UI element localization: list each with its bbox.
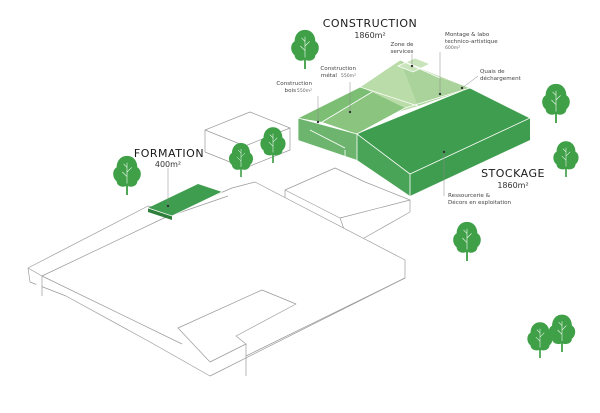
building-outlines <box>27 111 411 377</box>
construction-area: 1860m² <box>354 31 385 40</box>
construction-metal-label-line1: Construction <box>320 66 356 72</box>
construction-metal-label-line2: métal <box>321 72 338 79</box>
construction-stockage-block <box>296 57 531 196</box>
tree-icon <box>452 221 482 262</box>
tree-icon <box>527 322 553 359</box>
formation-block <box>147 184 223 220</box>
montage-label-line1: Montage & labo <box>445 32 490 38</box>
construction-leaders <box>316 52 479 196</box>
construction-bois-label-line2: bois <box>285 88 297 94</box>
tree-icon <box>112 155 142 196</box>
formation-leader-dot <box>166 204 170 208</box>
quais-label-line1: Quais de <box>480 69 505 75</box>
tree-icon <box>553 141 579 178</box>
tree-icon <box>548 314 576 353</box>
ressourcerie-label-line1: Ressourcerie & <box>448 193 491 199</box>
zone-services-label-line2: services <box>391 49 414 55</box>
stockage-title: STOCKAGE <box>481 167 545 180</box>
construction-bois-area: 550m² <box>297 88 312 94</box>
formation-title: FORMATION <box>134 147 204 160</box>
zone-services-label-line1: Zone de <box>390 42 414 48</box>
montage-area: 600m² <box>445 45 460 51</box>
ressourcerie-label-line2: Décors en exploitation <box>448 199 512 206</box>
labels: CONSTRUCTION 1860m² FORMATION 400m² STOC… <box>134 17 545 206</box>
montage-label-line2: technico-artistique <box>445 39 498 45</box>
construction-bois-label-line1: Construction <box>276 81 312 87</box>
construction-metal-area: 550m² <box>341 73 356 79</box>
stockage-area: 1860m² <box>497 181 528 190</box>
quais-label-line2: déchargement <box>480 75 522 82</box>
tree-icon <box>541 83 571 124</box>
tree-icon <box>290 29 320 70</box>
construction-title: CONSTRUCTION <box>323 17 418 30</box>
formation-area: 400m² <box>155 160 181 169</box>
